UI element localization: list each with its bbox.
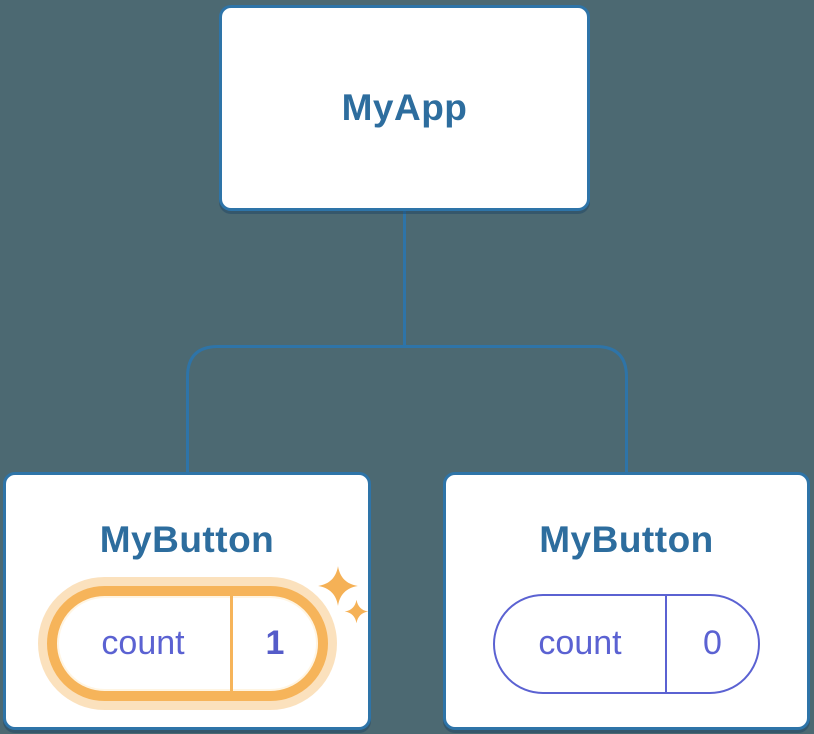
component-label: MyButton <box>99 519 275 560</box>
component-card-root: MyApp <box>219 5 590 211</box>
state-key-label: count <box>57 596 233 691</box>
component-card-button-left: MyButton count 1 <box>3 472 371 730</box>
state-pill-highlighted: count 1 <box>46 586 328 701</box>
component-label: MyButton <box>539 519 714 560</box>
state-pill-row: count 0 <box>446 586 807 701</box>
component-card-button-right: MyButton count 0 <box>443 472 810 730</box>
state-pill-row: count 1 <box>6 586 368 701</box>
state-value: 1 <box>265 624 285 662</box>
state-pill: count 0 <box>493 593 760 694</box>
component-label: MyApp <box>341 87 468 128</box>
state-value: 0 <box>703 624 722 662</box>
state-key-label: count <box>495 595 667 692</box>
